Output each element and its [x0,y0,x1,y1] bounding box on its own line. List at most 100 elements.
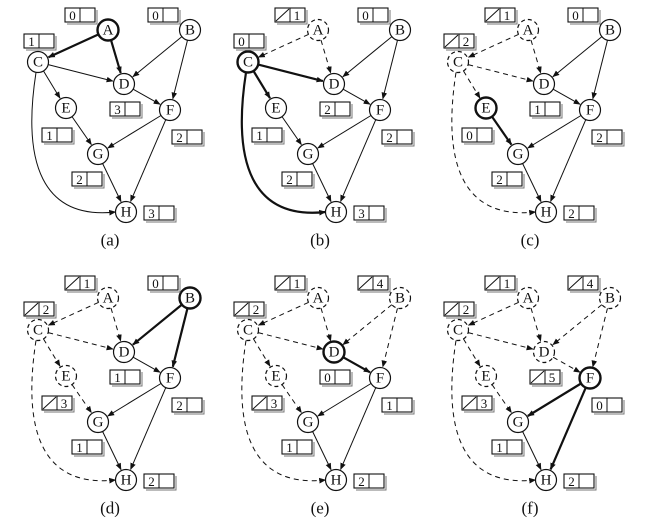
node-circle [516,286,540,310]
node-e: E [54,96,78,120]
node-c: C [446,50,470,74]
indegree-value: 1 [504,8,511,23]
indegree-value: 0 [572,8,579,23]
edge-c-h [241,340,327,484]
edge-c-e [43,338,61,367]
indegree-box-d: 1 [529,101,563,119]
indegree-box-a: 1 [274,7,308,25]
node-e: E [54,364,78,388]
indegree-box-d: 2 [319,101,353,119]
node-circle [86,410,110,434]
node-label: G [513,147,524,163]
indegree-value: 1 [114,370,121,385]
indegree-box-a: 0 [64,7,98,25]
edge-c-d [48,332,114,351]
node-circle [322,72,346,96]
node-b: B [598,18,622,42]
indegree-value: 2 [43,302,50,317]
node-label: F [586,103,594,119]
indegree-value: 0 [152,276,159,291]
node-f: F [158,98,182,122]
indegree-value: 2 [358,474,365,489]
edge-a-d [530,307,542,342]
processed-slash [462,396,477,410]
node-label: D [119,77,130,93]
node-b: B [178,18,202,42]
panel-caption: (f) [522,499,539,518]
indegree-value: 4 [377,276,384,291]
node-h: H [114,468,138,492]
edge-f-g [527,115,582,149]
node-label: C [33,55,43,71]
node-a: A [516,286,540,310]
processed-slash [234,302,249,316]
edge-e-g [491,115,513,146]
indegree-value: 1 [28,34,35,49]
edge-b-f [381,308,398,368]
indegree-box-g: 1 [71,439,105,457]
edge-b-f [171,40,188,100]
edge-b-f [381,40,398,100]
edge-a-d [109,39,122,74]
indegree-box-h: 3 [353,205,387,223]
indegree-box-h: 3 [143,205,177,223]
edge-c-d [468,64,534,83]
indegree-box-a: 1 [484,7,518,25]
edge-c-e [463,338,481,367]
indegree-box-f: 0 [591,397,625,415]
node-circle [114,468,138,492]
edge-a-d [530,39,542,74]
node-circle [54,364,78,388]
node-circle [296,410,320,434]
edge-f-h [130,119,167,203]
node-a: A [516,18,540,42]
node-c: C [26,50,50,74]
node-circle [96,18,120,42]
node-a: A [306,286,330,310]
node-label: D [329,345,340,361]
panel-caption: (d) [100,499,120,518]
node-circle [178,18,202,42]
node-label: F [586,371,594,387]
node-label: E [61,369,70,385]
node-e: E [264,364,288,388]
node-label: A [313,291,324,307]
processed-slash [530,370,545,384]
indegree-box-b: 4 [357,275,391,293]
edge-f-h [130,387,167,471]
indegree-box-c: 2 [443,33,477,51]
edge-a-c [47,33,99,59]
indegree-box-e: 3 [461,395,495,413]
edge-b-f [591,308,608,368]
indegree-value: 2 [76,172,83,187]
edge-f-g [317,115,372,149]
node-d: D [322,340,346,364]
indegree-box-d: 5 [529,369,563,387]
node-label: G [93,147,104,163]
indegree-box-f: 2 [171,129,205,147]
indegree-value: 1 [286,440,293,455]
edge-a-d [110,307,122,342]
node-label: F [376,371,384,387]
indegree-box-e: 3 [251,395,285,413]
node-h: H [324,468,348,492]
node-circle [534,200,558,224]
indegree-box-a: 1 [274,275,308,293]
node-circle [532,340,556,364]
processed-slash [24,302,39,316]
indegree-value: 0 [362,8,369,23]
processed-slash [485,8,500,22]
edge-b-f [591,40,608,100]
node-circle [236,318,260,342]
edge-c-d [258,332,324,351]
node-circle [368,366,392,390]
node-label: A [523,23,534,39]
edge-g-h [522,431,542,471]
edge-e-g [491,384,512,414]
node-f: F [368,366,392,390]
node-g: G [86,142,110,166]
indegree-value: 3 [481,396,488,411]
indegree-box-f: 2 [381,129,415,147]
